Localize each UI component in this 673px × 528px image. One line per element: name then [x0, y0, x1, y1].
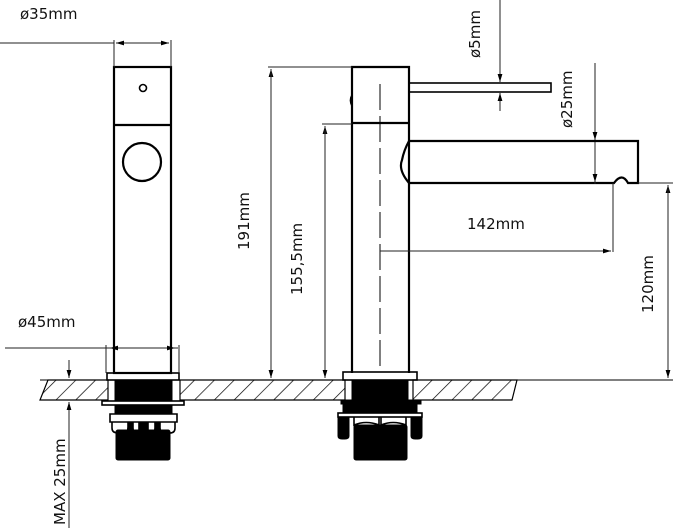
dim-spout-diameter: ø25mm: [558, 63, 598, 184]
countertop-hatch-right: [412, 379, 518, 401]
spout: [399, 139, 640, 185]
label-max-deck-thickness: MAX 25mm: [51, 438, 69, 525]
label-total-height: 191mm: [235, 192, 253, 250]
countertop: [39, 379, 673, 401]
countertop-hatch-left: [39, 379, 109, 401]
label-spout-reach: 142mm: [467, 215, 525, 233]
dim-lever-diameter: ø5mm: [466, 0, 503, 111]
label-lever-diameter: ø5mm: [466, 10, 484, 58]
label-lever-height: 155,5mm: [288, 223, 306, 295]
dim-body-diameter: ø35mm: [0, 5, 172, 67]
lever-pivot-icon: [138, 83, 148, 93]
side-shank: [351, 379, 409, 401]
dim-spout-height: 120mm: [638, 182, 673, 378]
side-view: [337, 65, 640, 461]
label-body-diameter: ø35mm: [20, 5, 78, 23]
dim-spout-reach: 142mm: [380, 183, 614, 254]
dim-base-diameter: ø45mm: [5, 313, 180, 373]
label-spout-diameter: ø25mm: [558, 71, 576, 129]
side-body: [350, 65, 411, 373]
label-base-diameter: ø45mm: [18, 313, 76, 331]
label-spout-height: 120mm: [639, 255, 657, 313]
front-body: [112, 65, 173, 375]
lever-handle: [408, 82, 552, 93]
side-thread: [353, 424, 408, 461]
dim-lever-height: 155,5mm: [288, 123, 352, 378]
front-view: [101, 65, 185, 461]
dim-max-deck-thickness: MAX 25mm: [51, 360, 72, 528]
spout-outlet-circle: [121, 141, 163, 183]
front-shank: [114, 379, 173, 401]
dim-total-height: 191mm: [235, 66, 352, 378]
countertop-hatch-middle: [179, 379, 346, 401]
front-thread: [115, 429, 171, 461]
